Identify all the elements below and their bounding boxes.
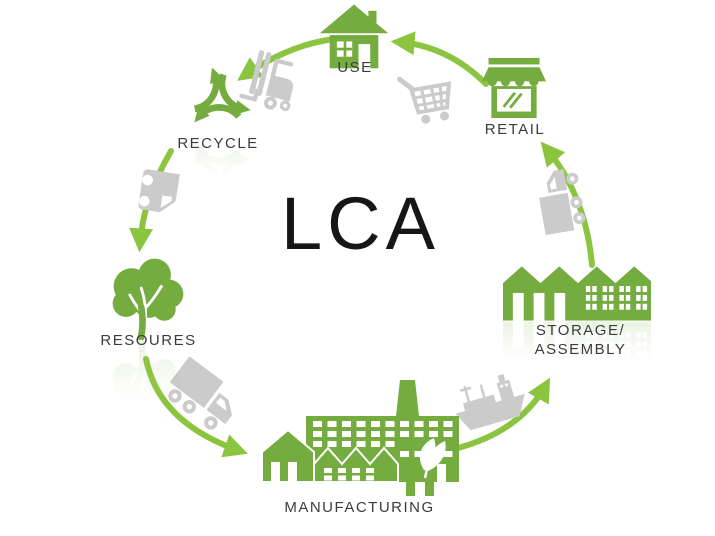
manufacturing-label: MANUFACTURING [284, 499, 435, 516]
warehouse-icon [503, 261, 651, 321]
retail-label: RETAIL [484, 121, 546, 138]
stage-manufacturing [254, 374, 461, 498]
transport-delivery-truck [525, 163, 598, 239]
transport-shopping-cart [394, 61, 468, 133]
stage-recycle [180, 66, 258, 134]
tree-reflection-icon [105, 340, 191, 432]
factory-icon [254, 374, 461, 498]
storage-label-line2: ASSEMBLY [534, 341, 627, 358]
tree-icon [105, 248, 191, 340]
shopping-cart-icon [394, 61, 468, 133]
center-title: LCA [281, 182, 440, 265]
delivery-truck-icon [525, 163, 598, 239]
resources-label: RESOURES [100, 332, 197, 349]
stage-storage-assembly [503, 261, 651, 321]
stage-resources [105, 248, 191, 340]
use-label: USE [337, 59, 373, 76]
recycle-icon [180, 66, 258, 134]
stage-retail [481, 57, 547, 119]
storage-assembly-label: STORAGE/ ASSEMBLY [528, 321, 633, 359]
storage-label-line1: STORAGE/ [535, 322, 626, 339]
recycle-label: RECYCLE [177, 135, 259, 152]
storefront-icon [481, 57, 547, 119]
